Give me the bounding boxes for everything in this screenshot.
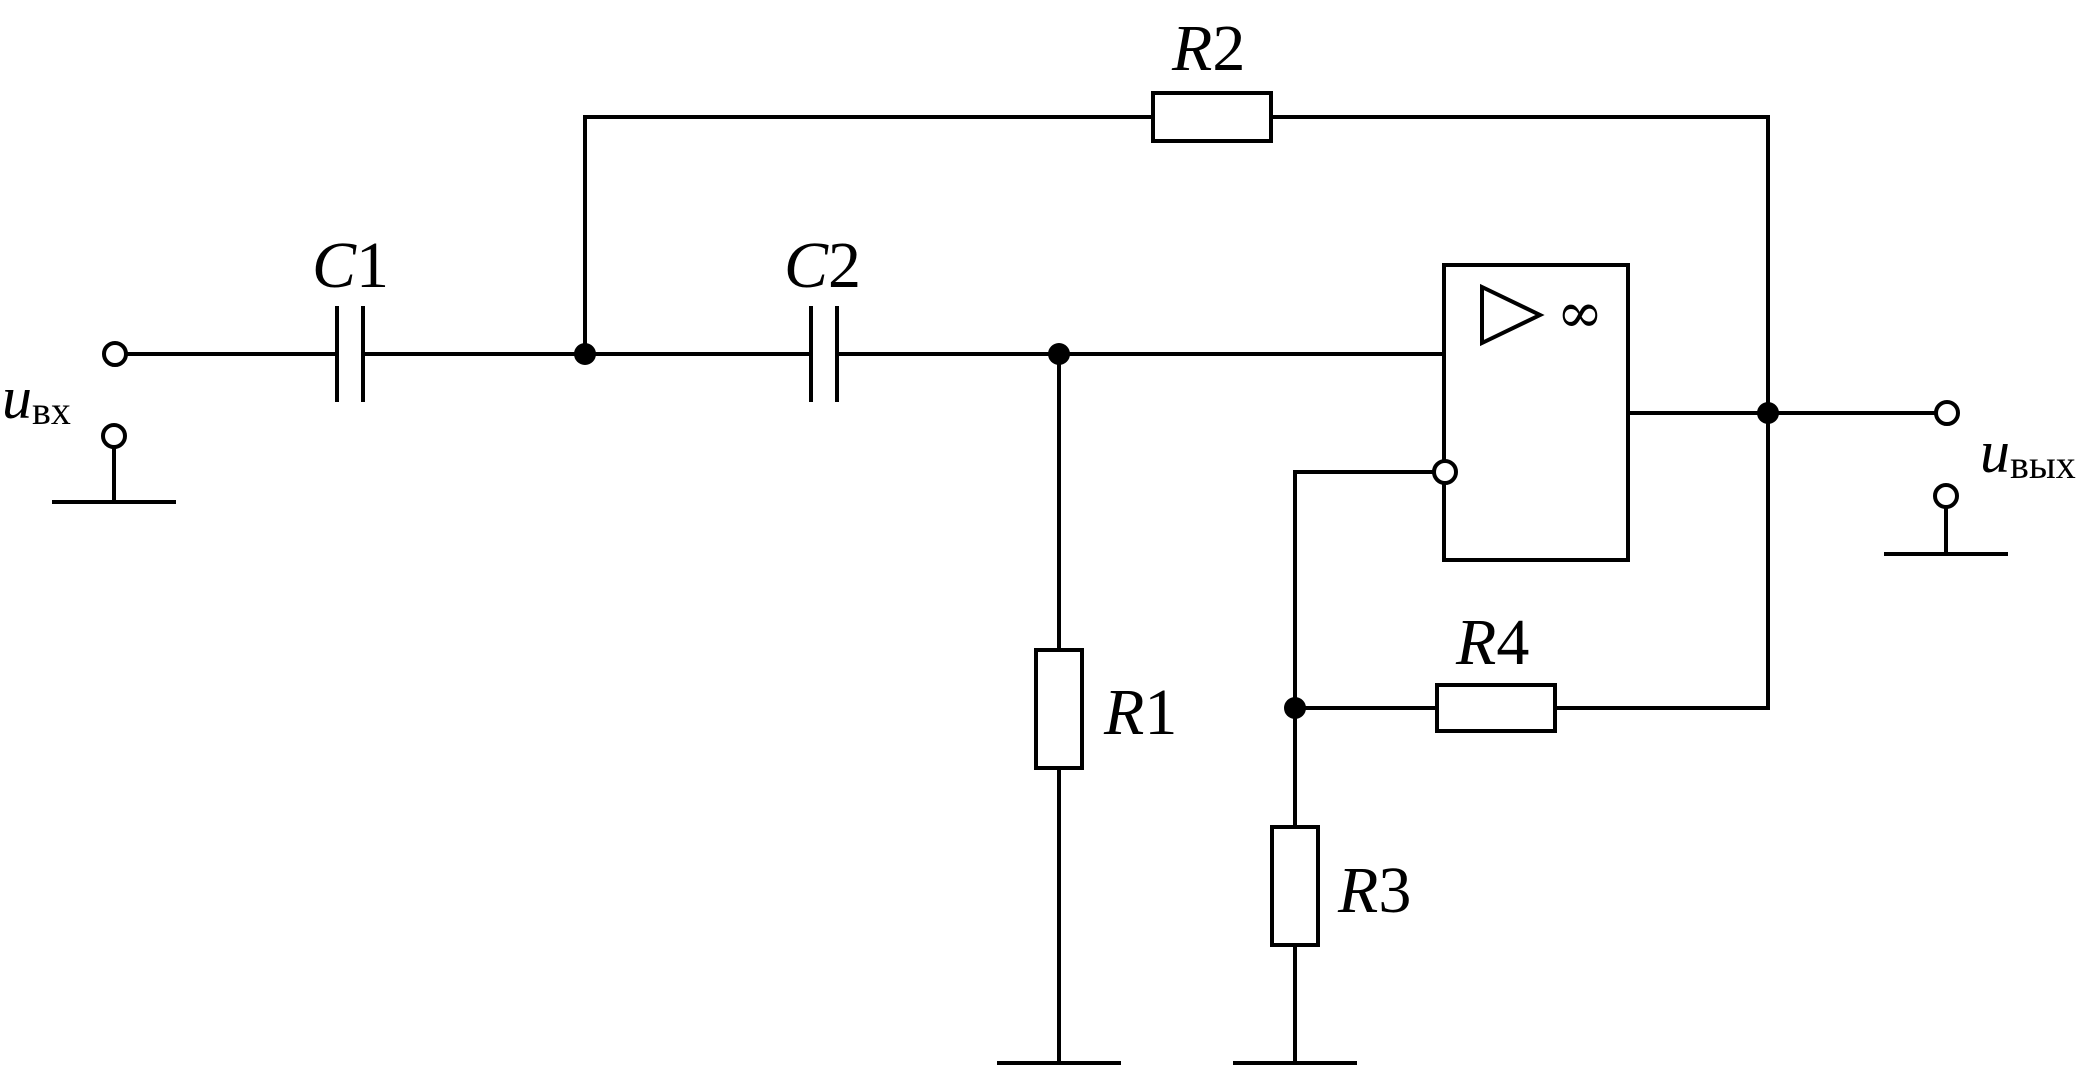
label-input-voltage: uвх <box>2 365 71 433</box>
junction-node-b <box>1048 343 1070 365</box>
wires <box>112 115 1948 1065</box>
label-c2: C2 <box>784 229 861 302</box>
resistor-r2 <box>1151 91 1273 143</box>
resistor-r1 <box>1034 648 1084 770</box>
opamp-gain-symbol: ∞ <box>1557 281 1604 346</box>
terminal-input-ground <box>101 423 127 449</box>
wire-feedback-r2-right <box>1269 115 1770 709</box>
junction-node-c <box>1757 402 1779 424</box>
opamp-triangle-icon <box>1480 283 1545 347</box>
terminal-output-ground <box>1933 483 1959 509</box>
capacitor-c2 <box>809 306 839 402</box>
resistor-r4 <box>1435 683 1557 733</box>
junction-node-d <box>1284 697 1306 719</box>
terminal-input <box>102 341 128 367</box>
terminals <box>101 341 1960 509</box>
label-c1: C1 <box>312 229 389 302</box>
terminal-output <box>1934 400 1960 426</box>
label-r2: R2 <box>1171 12 1245 85</box>
labels: C1 C2 R2 R1 R4 R3 uвх uвых <box>2 12 2076 927</box>
capacitor-c1 <box>335 306 365 402</box>
wire-feedback-r2-left <box>583 115 1155 356</box>
label-r3: R3 <box>1337 854 1411 927</box>
opamp-inverting-input-bubble <box>1432 459 1458 485</box>
junction-node-a <box>574 343 596 365</box>
ground-symbols <box>52 500 2008 1065</box>
label-output-voltage: uвых <box>1980 419 2076 487</box>
wire-opamp-minus-nodeD <box>1293 470 1437 710</box>
junctions <box>574 343 1779 719</box>
label-r4: R4 <box>1455 606 1529 679</box>
opamp: ∞ <box>1432 263 1630 562</box>
label-r1: R1 <box>1103 676 1177 749</box>
resistor-r3 <box>1270 825 1320 947</box>
